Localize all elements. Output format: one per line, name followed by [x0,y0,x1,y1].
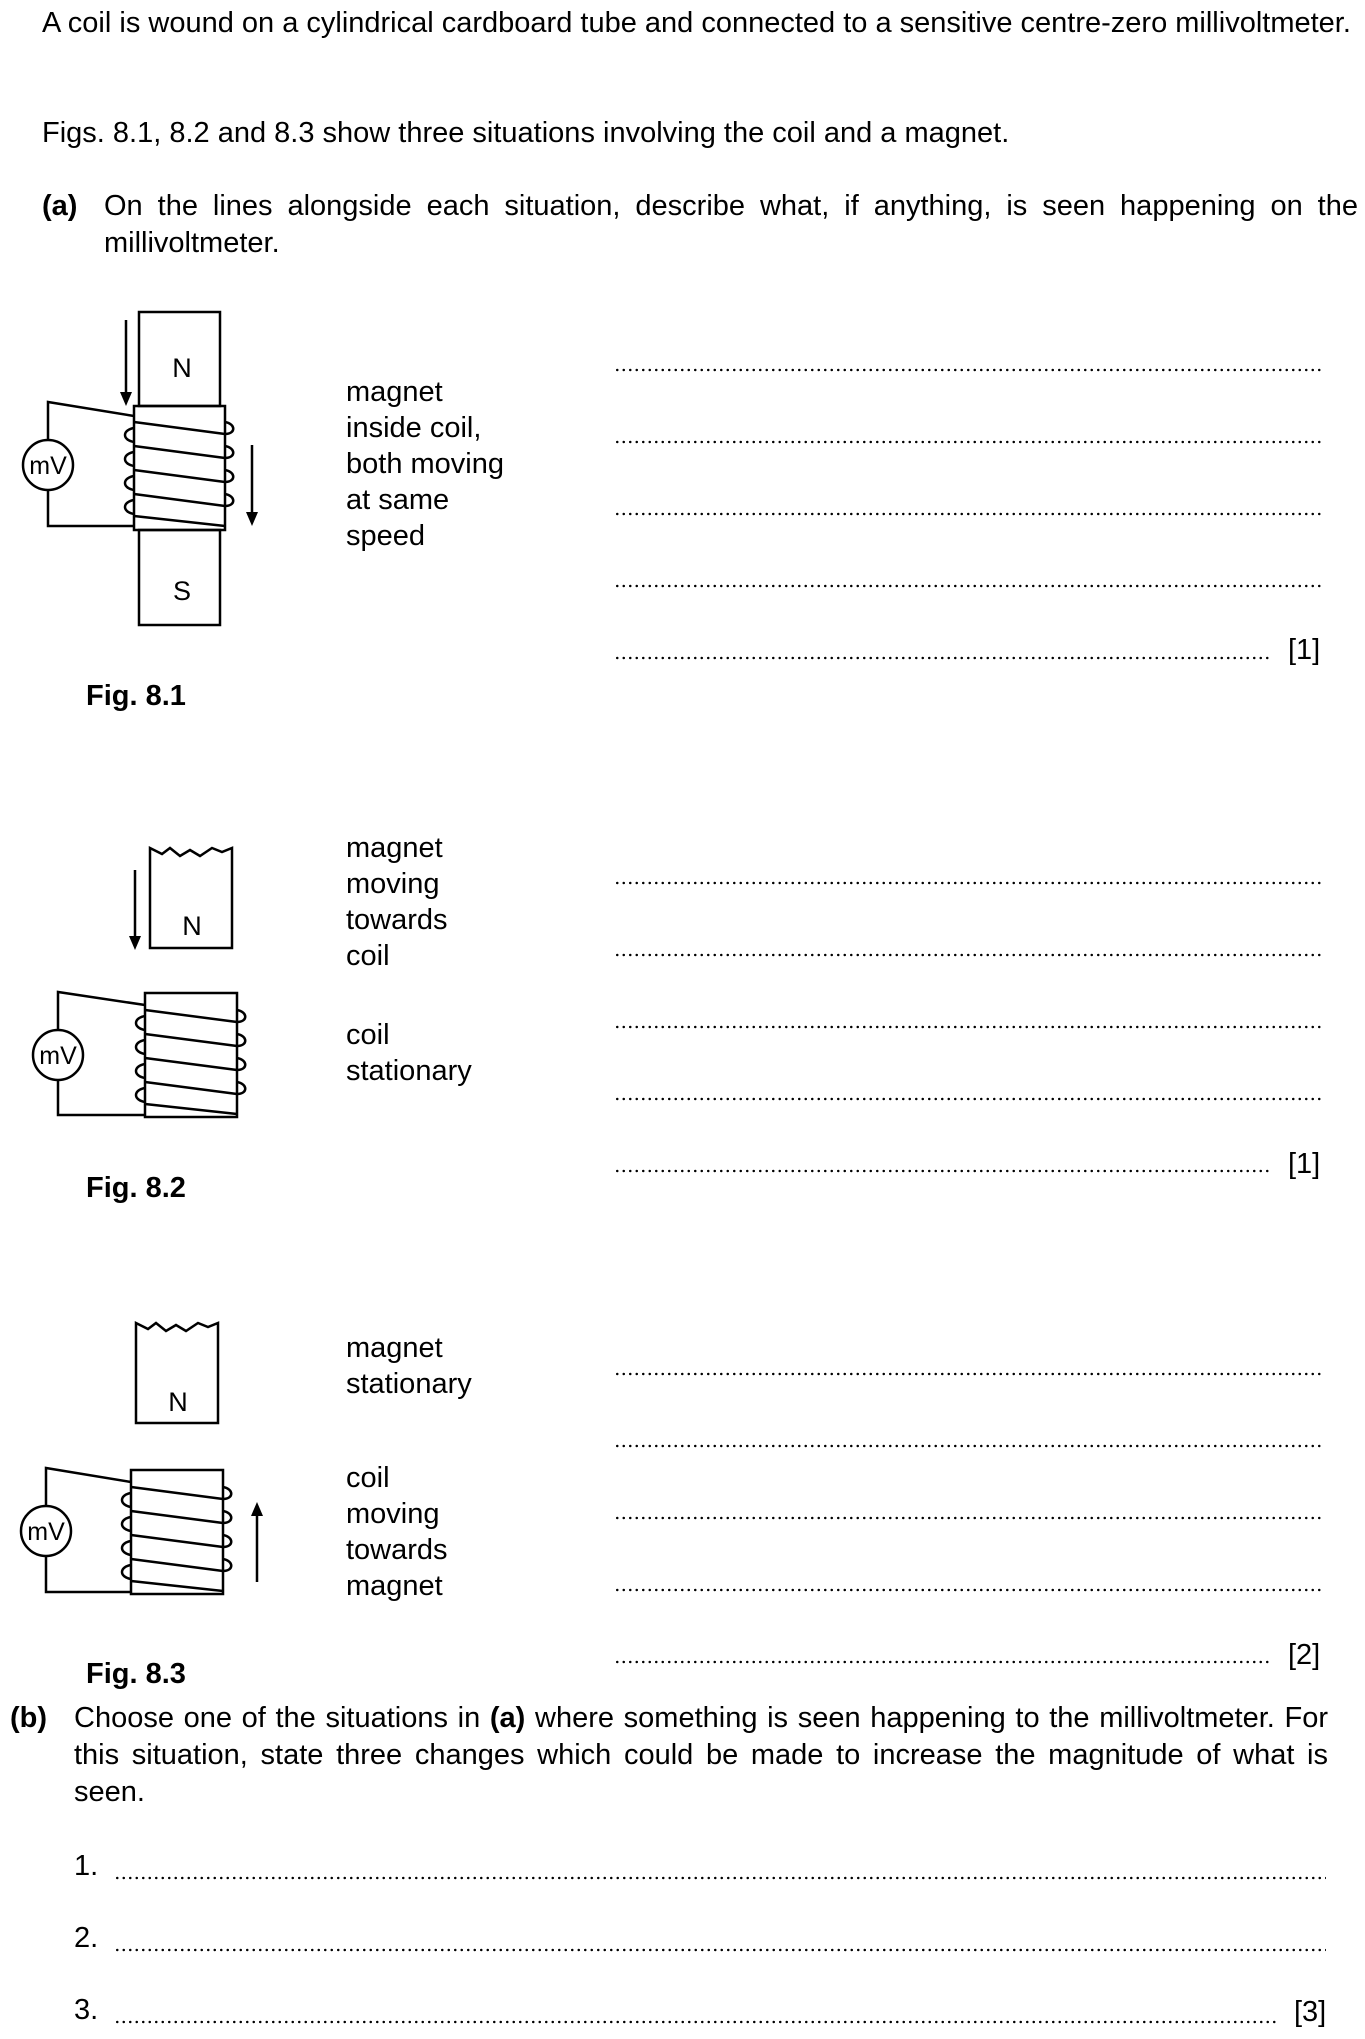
meter-label: mV [27,1518,65,1546]
answer-line[interactable] [614,1588,1322,1592]
answer-line[interactable] [614,881,1322,885]
fig-8-1-description: magnet inside coil, both moving at same … [346,376,504,552]
answer-line[interactable] [614,656,1270,660]
marks-badge: [2] [1288,1639,1321,1671]
meter-label: mV [39,1042,77,1070]
part-b-question: Choose one of the situations in (a) wher… [74,1702,1329,1808]
answer-line[interactable] [614,440,1322,444]
down-arrow-icon [129,936,141,950]
pole-s-label: S [173,576,191,606]
fig-8-1-caption: Fig. 8.1 [86,680,186,712]
answer-line[interactable] [614,584,1322,588]
marks-badge: [3] [1294,1996,1327,2028]
part-a-question: On the lines alongside each situation, d… [104,190,1358,259]
marks-badge: [1] [1288,1148,1321,1180]
pole-n-label: N [168,1387,188,1417]
pole-n-label: N [172,353,192,383]
marks-badge: [1] [1288,634,1321,666]
answer-number-1: 1. [74,1850,99,1882]
pole-n-label: N [182,911,202,941]
answer-line[interactable] [614,1097,1322,1101]
fig-8-2-diagram: N mV [31,845,247,1119]
magnet-north-block [134,1320,220,1425]
answer-line[interactable] [614,512,1322,516]
answer-line[interactable] [614,1169,1270,1173]
part-b-label: (b) [10,1702,48,1734]
answer-line[interactable] [614,1660,1270,1664]
up-arrow-icon [251,1502,263,1516]
meter-label: mV [29,452,67,480]
answer-line[interactable] [614,1444,1322,1448]
fig-8-1-diagram: N S mV [21,310,258,627]
figures-intro: Figs. 8.1, 8.2 and 8.3 show three situat… [42,115,1358,152]
coil-tube [143,991,239,1119]
answer-number-3: 3. [74,1994,99,2026]
millivoltmeter-circle [21,438,75,492]
answer-line[interactable] [614,1025,1322,1029]
answer-line[interactable] [614,368,1322,372]
fig-8-3-caption: Fig. 8.3 [86,1658,186,1690]
figures-intro-text: Figs. 8.1, 8.2 and 8.3 show three situat… [42,117,1010,149]
fig-8-2-description-coil: coil stationary [346,1019,472,1087]
fig-8-3-description-magnet: magnet stationary [346,1332,472,1400]
fig-8-2-description-magnet: magnet moving towards coil [346,832,448,972]
intro-text: A coil is wound on a cylindrical cardboa… [42,7,1351,39]
down-arrow-icon [120,392,132,406]
millivoltmeter-circle [31,1028,85,1082]
answer-line[interactable] [114,1948,1326,1952]
coil-tube [129,1468,225,1596]
fig-8-2-caption: Fig. 8.2 [86,1172,186,1204]
fig-8-3-diagram: N mV [19,1320,263,1596]
down-arrow-icon [246,512,258,526]
part-a-label: (a) [42,190,78,222]
answer-line[interactable] [614,1516,1322,1520]
millivoltmeter-circle [19,1504,73,1558]
answer-line[interactable] [114,1876,1326,1880]
magnet-north-block [148,845,234,950]
answer-line[interactable] [614,953,1322,957]
intro-paragraph: A coil is wound on a cylindrical cardboa… [42,5,1358,42]
answer-line[interactable] [614,1372,1322,1376]
answer-number-2: 2. [74,1922,99,1954]
magnet-south-block [137,528,222,627]
answer-line[interactable] [114,2020,1278,2024]
fig-8-3-description-coil: coil moving towards magnet [346,1462,448,1602]
